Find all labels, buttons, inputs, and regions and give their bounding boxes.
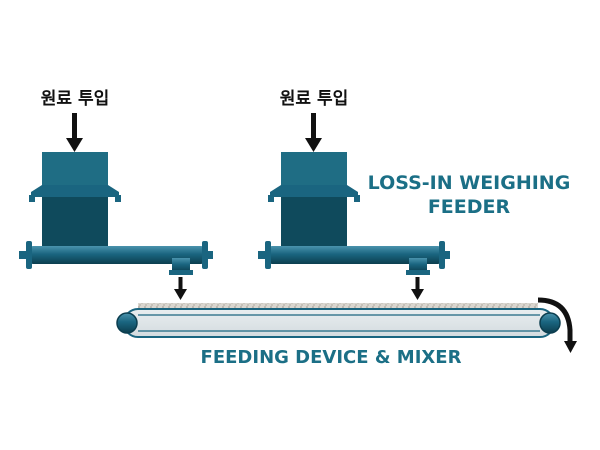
- conveyor-roller-left: [116, 312, 138, 334]
- feeder-1-outlet: [169, 258, 193, 275]
- feeder-1-input-arrow: [66, 113, 83, 152]
- feeder-2-outlet: [406, 258, 430, 275]
- conveyor-belt: [123, 308, 555, 338]
- conveyor: [116, 297, 577, 353]
- feeder-2-discharge-arrow: [411, 277, 424, 300]
- feeder-2-input-label: 원료 투입: [280, 89, 348, 109]
- feeder-1-hopper-body: [42, 197, 108, 252]
- feeder-2-screw-pipe: [258, 241, 450, 269]
- feeder-1-input-label: 원료 투입: [41, 89, 109, 109]
- conveyor-roller-right: [539, 312, 561, 334]
- feeder-1: 원료 투입: [19, 89, 213, 300]
- feeder-2-flange: [268, 185, 360, 202]
- feeder-2-input-arrow: [305, 113, 322, 152]
- conveyor-material: [138, 303, 538, 309]
- feeder-2: 원료 투입: [258, 89, 450, 300]
- feeder-title-line2: FEEDER: [428, 196, 511, 218]
- feeder-1-discharge-arrow: [174, 277, 187, 300]
- conveyor-title: FEEDING DEVICE & MIXER: [201, 347, 462, 368]
- conveyor-discharge-arrow: [537, 297, 577, 353]
- feeder-1-flange: [29, 185, 121, 202]
- feeder-title-line1: LOSS-IN WEIGHING: [368, 172, 571, 194]
- feeder-1-screw-pipe: [19, 241, 213, 269]
- feeder-2-hopper-body: [281, 197, 347, 252]
